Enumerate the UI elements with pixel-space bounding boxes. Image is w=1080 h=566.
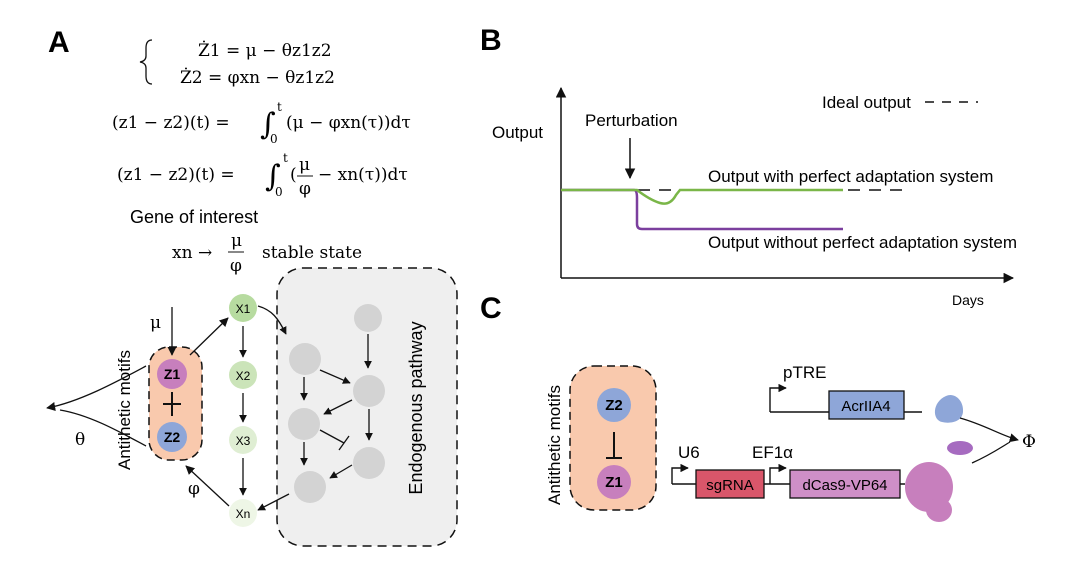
vp64-domain bbox=[947, 441, 973, 455]
promoter-ef1a-label: EF1α bbox=[752, 443, 793, 462]
panel-label-a: A bbox=[48, 26, 70, 59]
node-x2-label: X2 bbox=[236, 369, 251, 383]
gene-dcas9-box bbox=[789, 469, 901, 499]
mu-label: μ bbox=[150, 313, 161, 333]
steady-rhs: stable state bbox=[262, 243, 362, 263]
pathway-node bbox=[294, 471, 326, 503]
z-inhibition-c bbox=[606, 432, 622, 459]
steady-frac-den: φ bbox=[230, 256, 242, 276]
gene-acriia4-label: AcrIIA4 bbox=[841, 398, 890, 415]
label-with-adaptation: Output with perfect adaptation system bbox=[708, 167, 993, 186]
integral2-upper: t bbox=[283, 151, 288, 165]
pathway-node bbox=[354, 304, 382, 332]
integral1-lower: 0 bbox=[270, 132, 278, 146]
x-chain-arrows bbox=[185, 305, 290, 511]
dcas9-vp64-protein bbox=[905, 441, 973, 522]
phi-arrow-upper bbox=[959, 417, 1019, 443]
integral1-lhs: (z1 − z2)(t) = bbox=[112, 113, 230, 133]
phi-label: φ bbox=[188, 479, 200, 499]
integral1-body: (μ − φxn(τ))dτ bbox=[286, 113, 411, 133]
gene-acriia4-box bbox=[828, 390, 905, 420]
node-x3 bbox=[229, 426, 257, 454]
integral2-open: ( bbox=[290, 165, 297, 185]
z1-node-a bbox=[157, 359, 187, 389]
z2-label-c: Z2 bbox=[605, 397, 623, 414]
integral2-frac-den: φ bbox=[299, 179, 311, 199]
perturbation-label: Perturbation bbox=[585, 111, 678, 130]
promoter-ptre-arrow bbox=[769, 383, 787, 412]
z1-label-c: Z1 bbox=[605, 474, 623, 491]
integral1-sign: ∫ bbox=[260, 107, 276, 142]
node-x2 bbox=[229, 361, 257, 389]
series-lines bbox=[561, 188, 910, 231]
theta-arrow-upper bbox=[46, 365, 147, 412]
integral1-upper: t bbox=[277, 100, 282, 114]
theta-label: θ bbox=[75, 430, 85, 450]
panel-label-c: C bbox=[480, 292, 502, 325]
pathway-node bbox=[288, 408, 320, 440]
promoter-u6-label: U6 bbox=[678, 443, 700, 462]
steady-frac-num: μ bbox=[231, 231, 242, 251]
system-brace bbox=[139, 39, 153, 85]
integral2-body: − xn(τ))dτ bbox=[318, 165, 408, 185]
phi-arrow-lower bbox=[971, 441, 1011, 464]
z-inhibition-a bbox=[163, 392, 181, 416]
promoter-ef1a-arrow bbox=[769, 463, 787, 484]
z2-node-c bbox=[597, 388, 631, 422]
promoter-u6-arrow bbox=[671, 463, 689, 484]
node-x3-label: X3 bbox=[236, 434, 251, 448]
node-x1 bbox=[229, 294, 257, 322]
series-without-adaptation bbox=[561, 188, 843, 231]
x-axis-label: Days bbox=[952, 292, 984, 308]
antithetic-label-c: Antithetic motifs bbox=[545, 385, 564, 505]
theta-arrow-lower bbox=[59, 409, 147, 447]
pathway-arrows bbox=[300, 334, 373, 479]
gene-of-interest-label: Gene of interest bbox=[130, 207, 258, 227]
panel-label-b: B bbox=[480, 24, 502, 57]
pathway-node bbox=[289, 343, 321, 375]
integral2-lhs: (z1 − z2)(t) = bbox=[117, 165, 235, 185]
gene-sgrna-label: sgRNA bbox=[706, 477, 754, 494]
integral2-frac-num: μ bbox=[299, 155, 310, 175]
antithetic-label-a: Antithetic motifs bbox=[115, 350, 134, 470]
integral2-lower: 0 bbox=[275, 185, 283, 199]
equation-z1-dot: Ż1 = μ − θz1z2 bbox=[198, 40, 332, 61]
equation-z2-dot: Ż2 = φxn − θz1z2 bbox=[180, 67, 335, 88]
pathway-nodes bbox=[288, 304, 385, 503]
phi-degradation-label: Φ bbox=[1022, 432, 1036, 452]
node-xn bbox=[229, 499, 257, 527]
steady-lhs: xn → bbox=[172, 243, 212, 263]
endogenous-pathway-label: Endogenous pathway bbox=[406, 321, 426, 494]
acriia4-protein bbox=[934, 394, 964, 423]
z1-label-a: Z1 bbox=[164, 366, 181, 382]
series-with-adaptation bbox=[561, 188, 843, 205]
y-axis-label: Output bbox=[492, 123, 543, 142]
pathway-node bbox=[353, 375, 385, 407]
z2-node-a bbox=[157, 422, 187, 452]
integral2-sign: ∫ bbox=[265, 159, 281, 194]
node-x1-label: X1 bbox=[236, 302, 251, 316]
gene-sgrna-box bbox=[695, 469, 765, 499]
z1-node-c bbox=[597, 465, 631, 499]
promoter-ptre-label: pTRE bbox=[783, 363, 826, 382]
node-xn-label: Xn bbox=[236, 507, 251, 521]
plot-axes bbox=[555, 86, 1015, 284]
legend-ideal-label: Ideal output bbox=[822, 93, 911, 112]
pathway-node bbox=[353, 447, 385, 479]
z2-label-a: Z2 bbox=[164, 429, 181, 445]
label-without-adaptation: Output without perfect adaptation system bbox=[708, 233, 1017, 252]
gene-dcas9-label: dCas9-VP64 bbox=[802, 477, 887, 494]
